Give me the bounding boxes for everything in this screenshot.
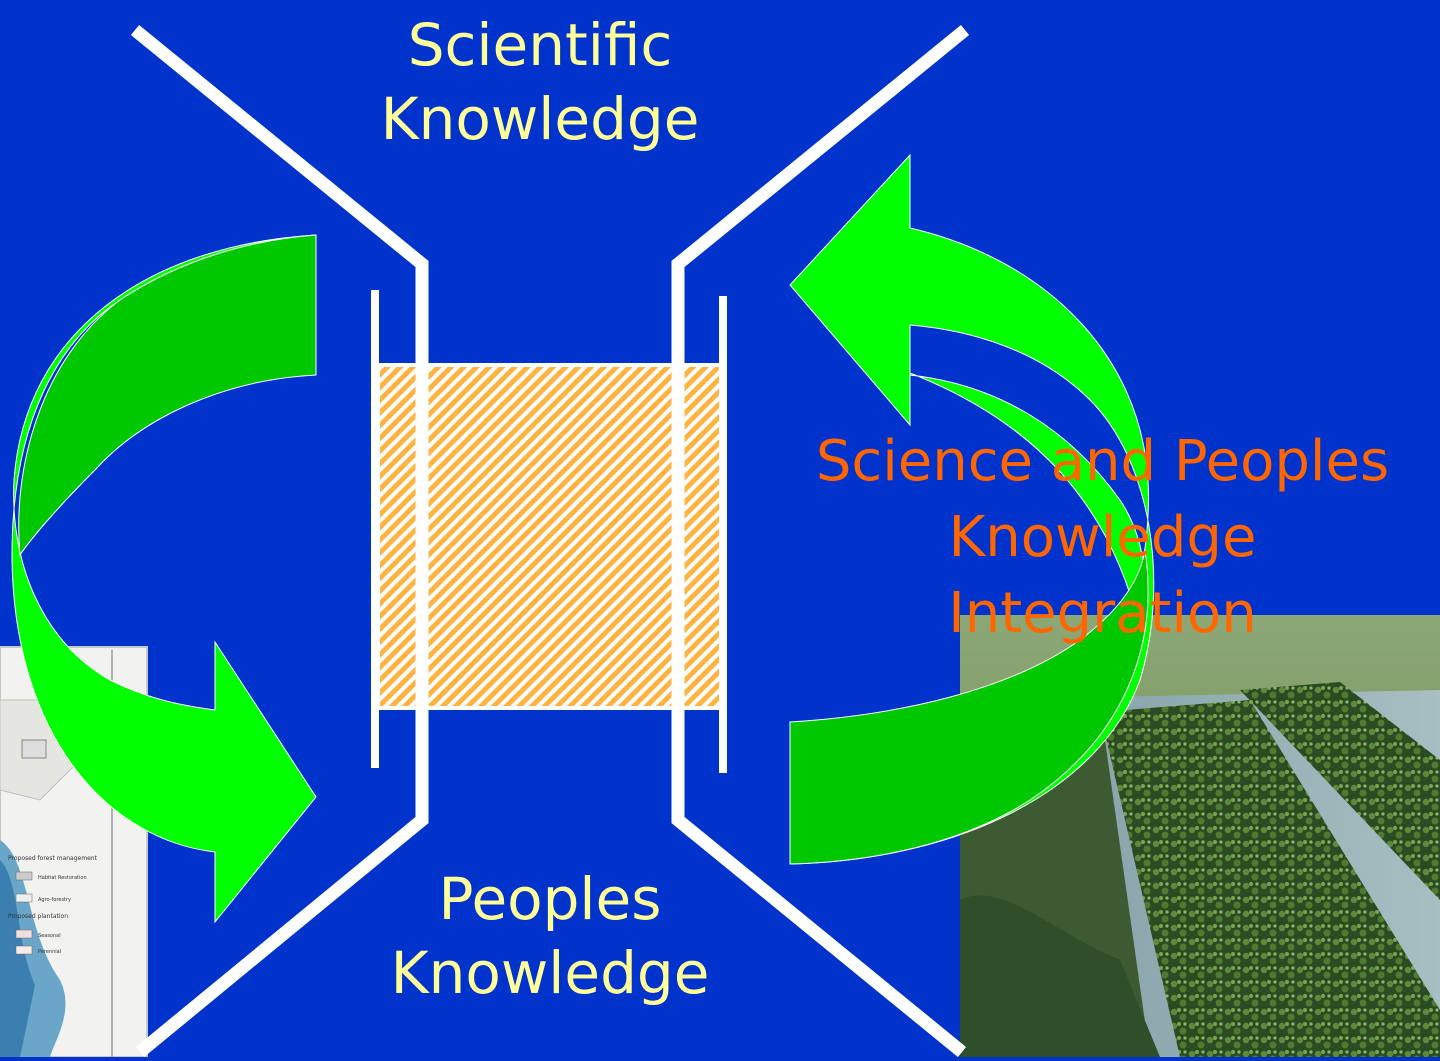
- integration-line1: Science and Peoples: [815, 429, 1390, 494]
- peoples-line1: Peoples: [438, 865, 662, 933]
- integration-label: Science and Peoples Knowledge Integratio…: [770, 424, 1435, 652]
- map-legend-perennial: Perennial: [38, 949, 61, 955]
- inner-walls: [371, 290, 727, 773]
- scientific-line1: Scientific: [407, 11, 673, 79]
- scientific-knowledge-label: Scientific Knowledge: [330, 8, 750, 156]
- integration-zone: [376, 363, 724, 710]
- left-curved-arrow: [11, 234, 317, 924]
- integration-line3: Integration: [948, 581, 1257, 646]
- map-legend-agro: Agro-forestry: [38, 897, 71, 903]
- funnel-walls: [130, 24, 970, 1058]
- map-legend-seasonal: Seasonal: [38, 933, 61, 939]
- right-curved-arrow: [789, 153, 1155, 865]
- map-legend-heading-plantation: Proposed plantation: [8, 913, 68, 920]
- peoples-knowledge-label: Peoples Knowledge: [340, 862, 760, 1010]
- peoples-line2: Knowledge: [390, 939, 710, 1007]
- map-legend-heading-forest: Proposed forest management: [8, 855, 98, 862]
- integration-line2: Knowledge: [948, 505, 1257, 570]
- map-legend-habitat: Habitat Restoration: [38, 875, 87, 881]
- scientific-line2: Knowledge: [380, 85, 700, 153]
